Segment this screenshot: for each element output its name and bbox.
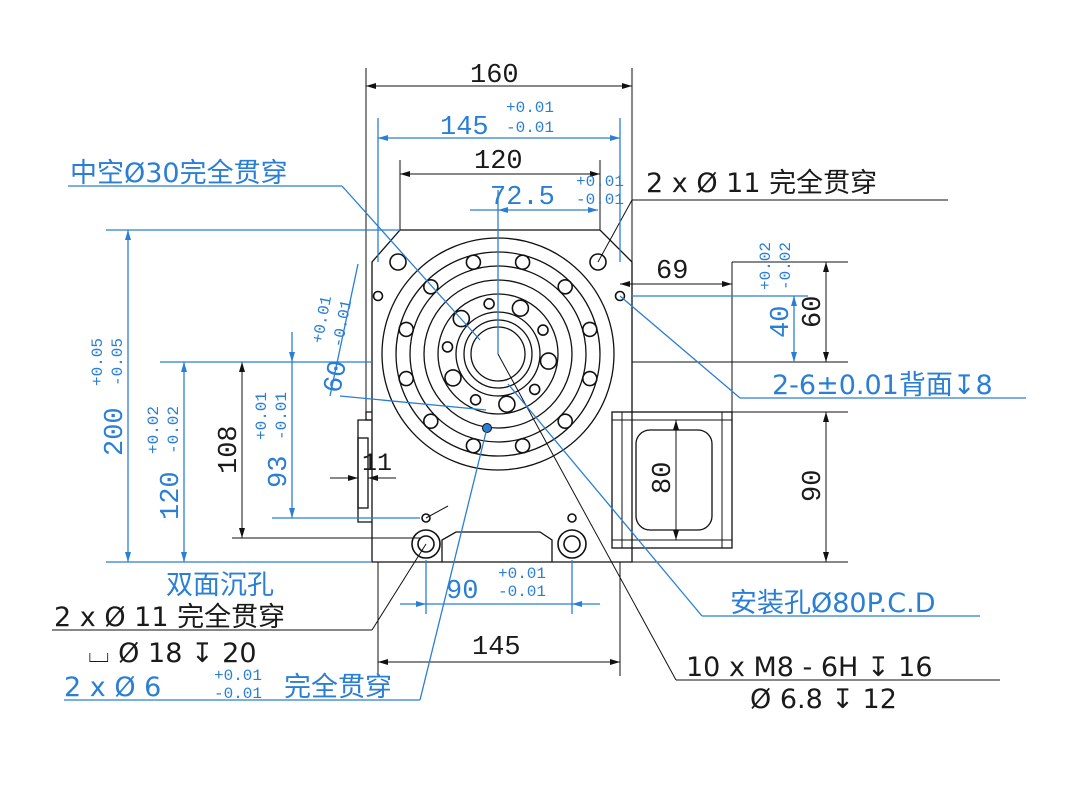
mounting-thread-hole	[452, 309, 471, 328]
note-holes-bottom-left: 2 x Ø 11 完全贯穿	[54, 602, 285, 633]
dim-120-tol-plus: +0.02	[145, 406, 163, 454]
dim-108: 108	[215, 425, 245, 474]
mounting-thread-hole	[469, 393, 482, 406]
dim-200: 200	[101, 407, 131, 456]
dim-145-tol-plus: +0.01	[506, 99, 554, 117]
dim-145-tol-minus: -0.01	[506, 119, 554, 137]
note-pin-bottom: 2 x Ø 6	[64, 672, 161, 703]
mounting-thread-hole	[441, 341, 454, 353]
mounting-thread-hole	[444, 369, 462, 387]
note-counterbore-title: 双面沉孔	[166, 570, 274, 601]
dim-120-tol-minus: -0.02	[165, 406, 183, 454]
mounting-thread-hole	[528, 383, 541, 396]
flange-bolt-hole	[514, 254, 531, 271]
dim-90-tol-plus: +0.01	[498, 565, 546, 583]
mounting-thread-hole	[511, 299, 530, 318]
flange-bolt-hole	[465, 254, 482, 271]
note-pin-bottom-tol-minus: -0.01	[214, 685, 262, 703]
housing-outline	[357, 68, 633, 563]
mounting-thread-hole	[539, 352, 558, 370]
dim-93-tol-minus: -0.01	[273, 392, 291, 440]
dim-200-tol-minus: -0.05	[109, 338, 127, 386]
flange-bolt-hole	[557, 278, 574, 295]
note-counterbore-spec: ⌴ Ø 18 ↧ 20	[88, 638, 257, 669]
flange-bolt-hole	[581, 370, 598, 387]
dim-200-tol-plus: +0.05	[89, 338, 107, 386]
dim-90-tol-minus: -0.01	[498, 583, 546, 601]
dim-145-top: 145	[440, 113, 489, 143]
dim-93-tol-plus: +0.01	[253, 392, 271, 440]
flange-inner-holes	[441, 297, 558, 414]
dim-40: 40	[767, 306, 797, 338]
flange-bolt-hole	[398, 321, 415, 338]
mounting-thread-hole	[483, 297, 495, 310]
flange-bolt-hole	[465, 437, 482, 454]
flange-bolt-hole	[514, 437, 531, 454]
dim-69: 69	[656, 257, 688, 287]
dim-160: 160	[470, 61, 519, 91]
flange-outer-holes	[398, 254, 598, 454]
note-pin-bottom-suffix: 完全贯穿	[284, 672, 392, 703]
dim-145-bottom: 145	[472, 633, 521, 663]
flange-bolt-hole	[422, 278, 439, 295]
note-pin-bottom-tol-plus: +0.01	[214, 667, 262, 685]
flange-bolt-hole	[557, 413, 574, 430]
note-holes-top-right: 2 x Ø 11 完全贯穿	[646, 168, 877, 199]
dim-40-tol-minus: -0.02	[777, 242, 795, 290]
dim-93: 93	[265, 456, 295, 488]
dim-40-tol-plus: +0.02	[757, 242, 775, 290]
corner-holes	[372, 253, 626, 559]
dim-120-left: 120	[157, 471, 187, 520]
note-thread-spec: 10 x M8 - 6H ↧ 16	[686, 652, 933, 683]
flange-bolt-hole	[422, 413, 439, 430]
dim-72-5-tol-plus: +0.01	[576, 173, 624, 191]
dim-80: 80	[649, 462, 679, 494]
mounting-thread-hole	[537, 324, 549, 336]
note-mount-pcd: 安装孔Ø80P.C.D	[730, 588, 936, 619]
dim-72-5-tol-minus: -0.01	[576, 191, 624, 209]
flange-bolt-hole	[398, 370, 415, 387]
dim-120-top: 120	[474, 147, 523, 177]
dim-60-right: 60	[799, 296, 829, 328]
dim-60-angled: 60	[319, 358, 355, 396]
note-pin-back: 2-6±0.01背面↧8	[772, 370, 993, 401]
flange-bolt-hole	[581, 321, 598, 338]
dim-72-5: 72.5	[490, 183, 555, 213]
note-hollow: 中空Ø30完全贯穿	[70, 158, 288, 189]
dim-90-bottom: 90	[446, 577, 478, 607]
dim-11: 11	[362, 449, 392, 478]
black-labels: 160 120 69 60 90 80 108 11 145 2 x Ø 11 …	[54, 61, 933, 715]
note-drill-spec: Ø 6.8 ↧ 12	[750, 684, 897, 715]
dim-90-right: 90	[799, 470, 829, 502]
mounting-thread-hole	[498, 395, 516, 414]
blue-dimensions	[64, 118, 1026, 701]
